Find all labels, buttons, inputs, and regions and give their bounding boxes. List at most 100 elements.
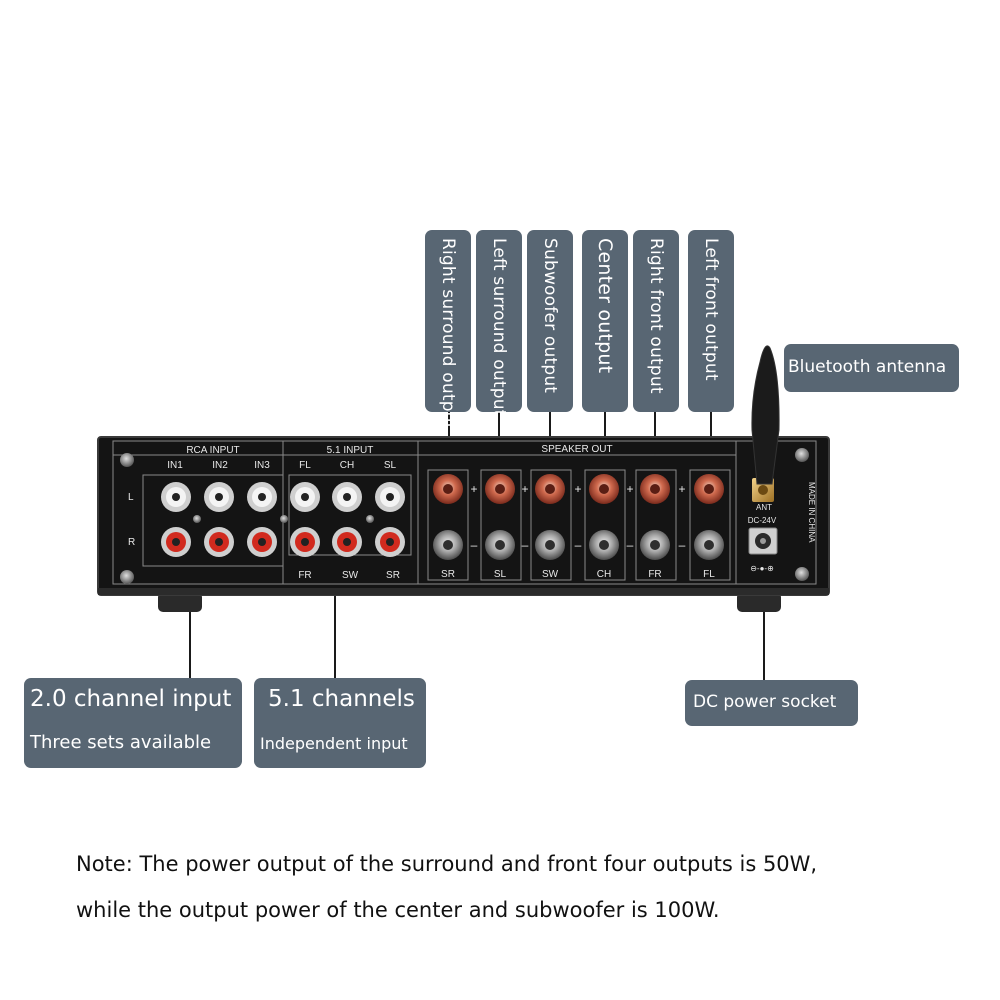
callout-subtitle: Three sets available [30,732,212,753]
minus-sign: – [627,538,634,552]
callout-text: Left front output [701,238,721,381]
note-line-1: Note: The power output of the surround a… [76,852,818,876]
callout-text: Left surround output [489,238,509,417]
chassis [97,436,830,596]
ant-label: ANT [756,503,772,512]
speaker-terminal-positive[interactable] [694,474,724,504]
minus-sign: – [471,538,478,552]
note-line-2: while the output power of the center and… [76,898,720,922]
callout-left-surround-output: Left surround output [476,230,522,417]
screw-icon [193,515,201,523]
callout-bluetooth-antenna: Bluetooth antenna [784,344,959,392]
chassis-bevel [98,588,829,595]
speaker-terminal-positive[interactable] [640,474,670,504]
input51-jack-red[interactable] [290,527,320,557]
plus-sign: + [470,482,477,496]
screw-icon [120,570,134,584]
plus-sign: + [626,482,633,496]
callout-dc-power-socket: DC power socket [685,680,858,726]
screw-icon [120,453,134,467]
input51-jack-white[interactable] [375,482,405,512]
input51-bottom-label: SW [342,570,359,581]
speaker-channel-label: FL [703,569,715,580]
input51-jack-white[interactable] [332,482,362,512]
input51-top-label: CH [340,460,354,471]
dc-label: DC-24V [748,516,777,525]
callout-left-front-output: Left front output [688,230,734,412]
speaker-terminal-positive[interactable] [535,474,565,504]
row-label: R [128,537,135,548]
callout-text: Bluetooth antenna [788,357,947,377]
input51-top-label: FL [299,460,311,471]
leader-line [334,555,336,680]
rca-jack-red[interactable] [161,527,191,557]
callout-title: 2.0 channel input [30,686,232,712]
callout-right-front-output: Right front output [633,230,679,412]
minus-sign: – [575,538,582,552]
speaker-terminal-positive[interactable] [433,474,463,504]
row-label: L [128,492,134,503]
input51-title: 5.1 INPUT [327,445,374,456]
speaker-terminal-positive[interactable] [589,474,619,504]
rca-input-title: RCA INPUT [186,445,239,456]
callout-text: Right front output [646,238,666,394]
speaker-terminal-negative[interactable] [535,530,565,560]
input51-jack-red[interactable] [375,527,405,557]
callout-text: Right surround output [438,238,458,430]
input51-top-label: SL [384,460,397,471]
speaker-out-title: SPEAKER OUT [541,444,612,455]
rca-jack-white[interactable] [204,482,234,512]
rca-jack-white[interactable] [247,482,277,512]
input51-jack-white[interactable] [290,482,320,512]
rca-jack-white[interactable] [161,482,191,512]
bluetooth-antenna-icon [751,345,780,485]
device-foot [158,592,202,612]
speaker-channel-label: FR [648,569,661,580]
polarity-symbol: ⊖-●-⊕ [750,564,774,573]
speaker-channel-label: SW [542,569,559,580]
rca-col-label: IN3 [254,460,270,471]
callout-text: DC power socket [693,692,837,712]
screw-icon [366,515,374,523]
speaker-channel-label: SL [494,569,507,580]
speaker-channel-label: SR [441,569,455,580]
device-foot [737,592,781,612]
callout-text: Subwoofer output [540,238,560,394]
speaker-channel-frames [427,469,731,581]
speaker-terminal-negative[interactable] [485,530,515,560]
speaker-channel-label: CH [597,569,611,580]
dc-power-socket[interactable] [748,527,778,555]
speaker-terminal-negative[interactable] [694,530,724,560]
callout-right-surround-output: Right surround output [425,230,471,430]
plus-sign: + [521,482,528,496]
rca-col-label: IN1 [167,460,183,471]
callout-5-1-channels: 5.1 channels Independent input [254,678,426,768]
input51-jack-red[interactable] [332,527,362,557]
screw-icon [280,515,288,523]
screw-icon [795,448,809,462]
speaker-terminal-negative[interactable] [433,530,463,560]
panel-outline [112,440,817,585]
callout-subtitle: Independent input [260,734,408,753]
leader-line [189,555,191,680]
callout-title: 5.1 channels [268,686,415,712]
input51-bottom-label: FR [298,570,311,581]
rca-jack-red[interactable] [204,527,234,557]
rca-jack-red[interactable] [247,527,277,557]
plus-sign: + [678,482,685,496]
screw-icon [795,567,809,581]
callout-center-output: Center output [582,230,628,412]
callout-2-0-channel-input: 2.0 channel input Three sets available [24,678,242,768]
rca-col-label: IN2 [212,460,228,471]
minus-sign: – [679,538,686,552]
input51-bottom-label: SR [386,570,400,581]
speaker-terminal-negative[interactable] [640,530,670,560]
callout-text: Center output [594,238,616,374]
speaker-terminal-negative[interactable] [589,530,619,560]
speaker-terminal-positive[interactable] [485,474,515,504]
callout-subwoofer-output: Subwoofer output [527,230,573,412]
minus-sign: – [522,538,529,552]
plus-sign: + [574,482,581,496]
